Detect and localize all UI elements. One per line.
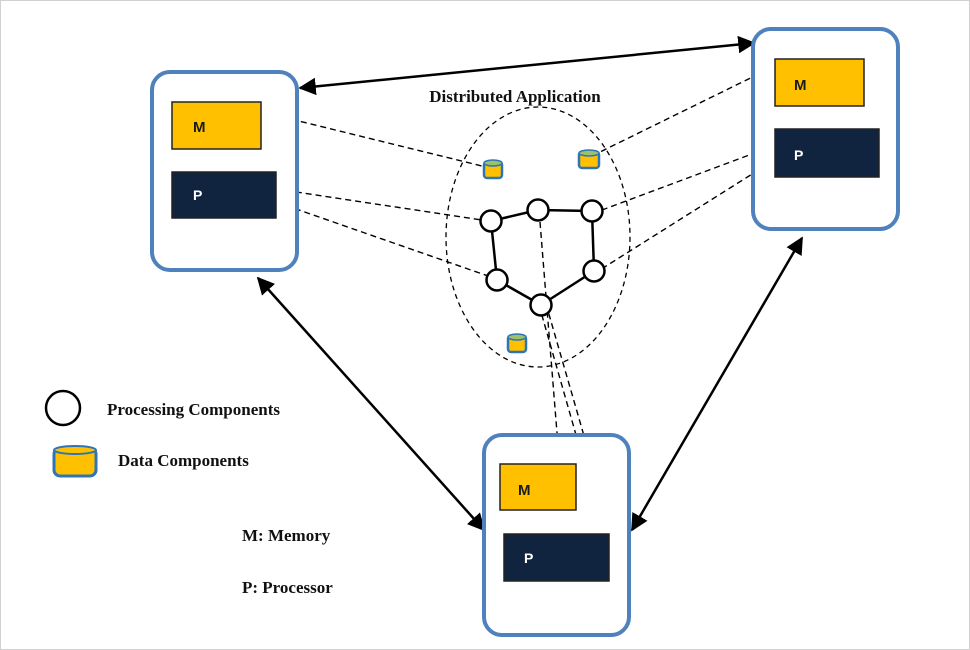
processor-label: P <box>794 147 803 163</box>
link-left-right <box>298 35 756 96</box>
map-right-m <box>599 64 778 153</box>
memory-block <box>171 101 262 150</box>
data-component <box>577 149 601 170</box>
memory-block <box>774 58 865 107</box>
legend-data-label: Data Components <box>118 451 249 470</box>
map-left-m <box>261 111 487 168</box>
data-component <box>482 159 504 180</box>
data-component <box>506 333 528 354</box>
node-bottom: M P <box>482 433 631 637</box>
distributed-app-boundary <box>445 106 631 368</box>
map-left-p1 <box>275 188 483 221</box>
legend-processing-label: Processing Components <box>107 400 280 419</box>
processing-component <box>526 198 550 222</box>
node-right: M P <box>751 27 900 231</box>
processing-component-icon <box>44 389 82 427</box>
processor-block <box>171 171 277 219</box>
link-left-bottom <box>256 276 486 532</box>
memory-label: M <box>794 77 807 94</box>
map-right-p2 <box>602 158 777 269</box>
processor-label: P <box>524 550 533 566</box>
memory-label: M <box>518 482 531 499</box>
processing-component <box>485 268 509 292</box>
processing-component <box>529 293 553 317</box>
data-component-icon <box>52 445 98 478</box>
diagram-title: Distributed Application <box>429 87 601 106</box>
map-left-p2 <box>275 201 492 278</box>
processing-component <box>582 259 606 283</box>
processing-component <box>580 199 604 223</box>
processor-label: P <box>193 187 202 203</box>
node-left: M P <box>150 70 299 272</box>
processor-block <box>503 533 610 582</box>
memory-block <box>499 463 577 511</box>
memory-label: M <box>193 119 206 136</box>
link-right-bottom <box>630 236 804 532</box>
legend-memory-label: M: Memory <box>242 526 331 545</box>
map-right-p1 <box>601 144 777 211</box>
processor-block <box>774 128 880 178</box>
legend: Processing Components Data Components M:… <box>44 389 333 597</box>
processing-component <box>479 209 503 233</box>
legend-processor-label: P: Processor <box>242 578 333 597</box>
